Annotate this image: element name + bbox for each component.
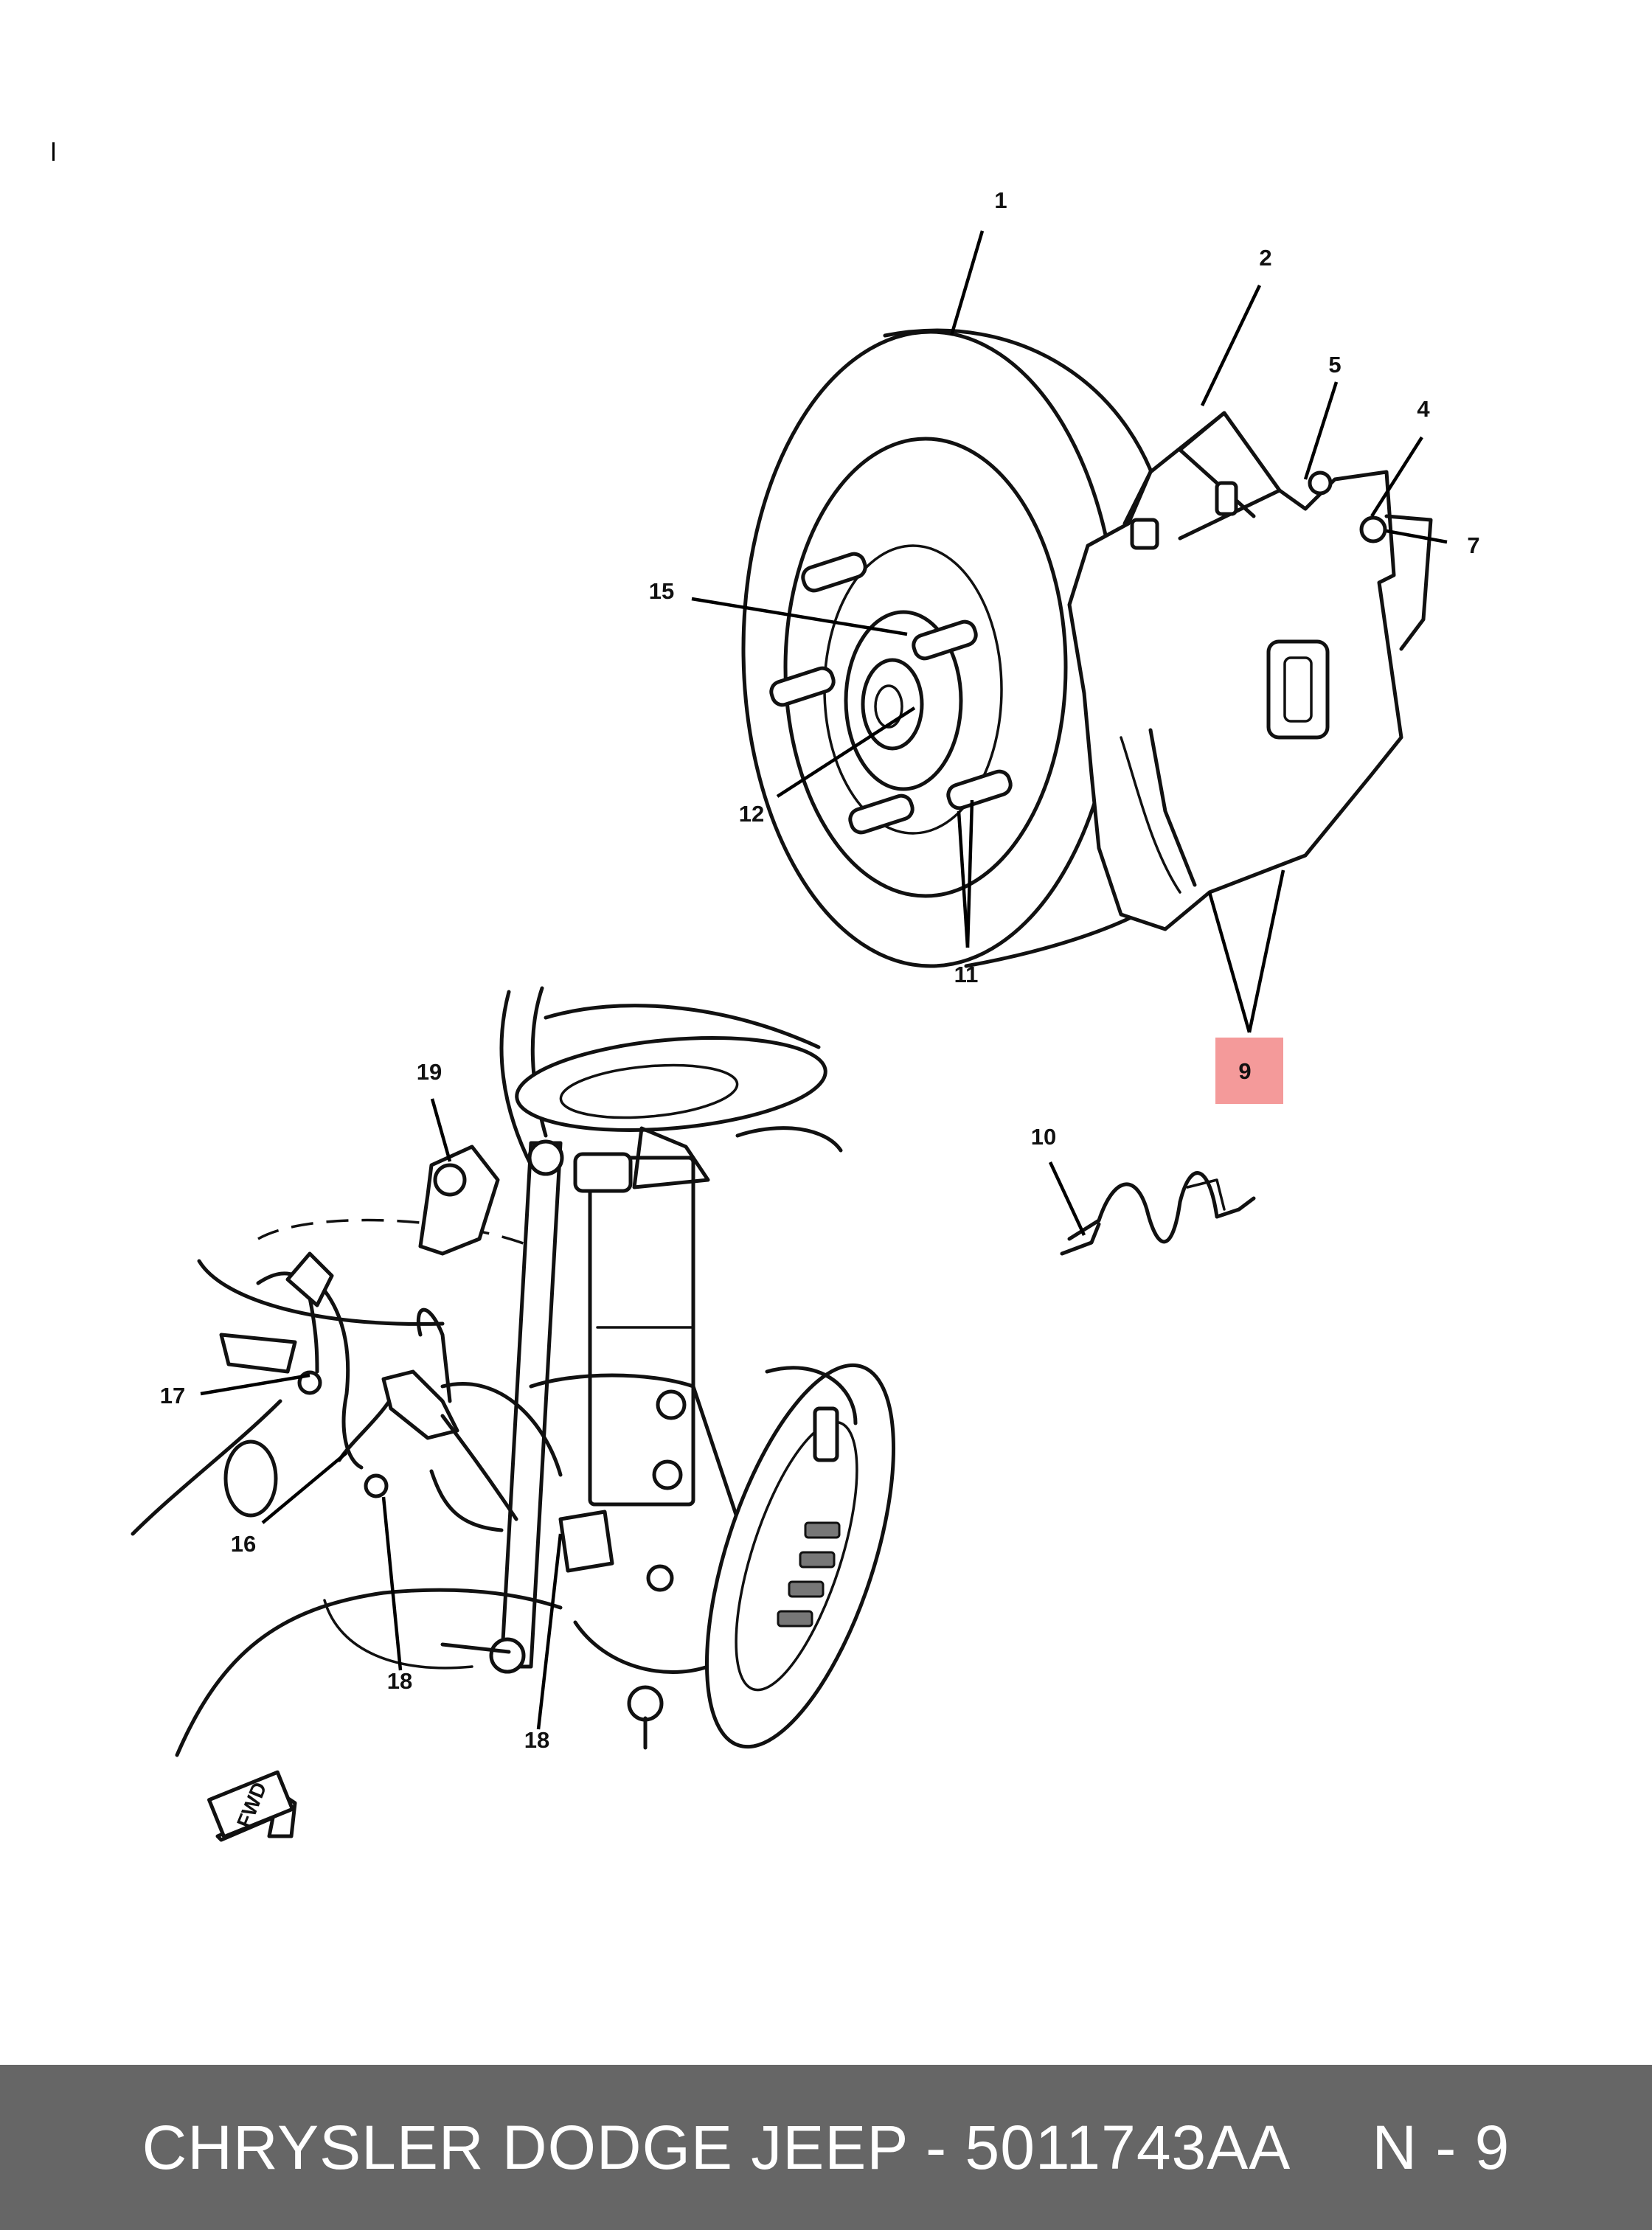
- callout-18-right: 18: [524, 1727, 549, 1753]
- callout-18-left: 18: [387, 1668, 412, 1694]
- callout-10: 10: [1031, 1124, 1056, 1150]
- footer-text: CHRYSLER DODGE JEEP - 5011743AA N - 9: [0, 2065, 1652, 2230]
- callout-19: 19: [417, 1059, 442, 1085]
- callout-17: 17: [160, 1383, 185, 1408]
- wheel-studs: [769, 552, 1013, 835]
- corner-tick-mark: [52, 142, 55, 161]
- callout-5: 5: [1328, 352, 1341, 378]
- parts-diagram: FWD 1 2 5 4 7 15 12 11 9 10 19 17 16: [131, 187, 1480, 1842]
- callout-16: 16: [231, 1531, 256, 1557]
- brake-caliper: [1067, 411, 1433, 931]
- wheel-speed-sensor-harness: [219, 1251, 518, 1532]
- footer-bar: CHRYSLER DODGE JEEP - 5011743AA N - 9: [0, 2065, 1652, 2230]
- suspension-assembly: [131, 986, 843, 1757]
- callout-9: 9: [1238, 1058, 1251, 1084]
- callout-15: 15: [649, 578, 674, 604]
- leader-lines: [200, 230, 1448, 1730]
- front-rotor-knuckle: [704, 1363, 896, 1749]
- callout-12: 12: [739, 801, 764, 827]
- callout-7: 7: [1467, 532, 1479, 558]
- footer-brand-part-number: CHRYSLER DODGE JEEP - 5011743AA: [142, 2112, 1291, 2182]
- callout-1: 1: [994, 187, 1007, 213]
- callout-11: 11: [954, 962, 979, 987]
- anti-rattle-clip: [1060, 1171, 1256, 1256]
- callout-2: 2: [1259, 245, 1271, 271]
- callout-4: 4: [1417, 396, 1430, 422]
- fwd-direction-badge: FWD: [207, 1770, 297, 1842]
- wheel-speed-sensor-bracket: [418, 1144, 500, 1256]
- lower-wheel-studs: [777, 1521, 841, 1628]
- callout-labels: 1 2 5 4 7 15 12 11 9 10 19 17 16 18 18: [160, 187, 1480, 1753]
- footer-diagram-ref: N - 9: [1372, 2112, 1510, 2182]
- highlight-box-9: [1215, 1038, 1283, 1104]
